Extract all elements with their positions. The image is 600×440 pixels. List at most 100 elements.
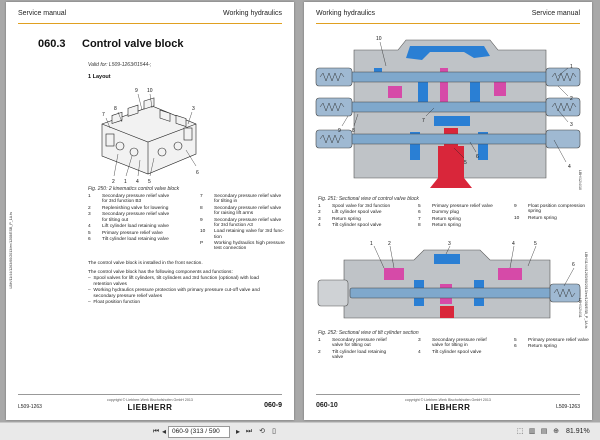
legend-number: 1 — [318, 204, 321, 209]
legend-number: P — [200, 241, 204, 247]
next-page-button[interactable]: ▸ — [235, 427, 240, 436]
header-rule — [316, 23, 580, 24]
callout-label: 3 — [192, 106, 195, 112]
tilt-cylinder-section-figure: 1 2 3 4 5 6 — [317, 241, 581, 319]
callout-label: 4 — [136, 179, 139, 184]
legend-number: 2 — [88, 205, 91, 211]
legend-text: spring — [528, 209, 542, 215]
legend-number: 6 — [514, 344, 517, 350]
liebherr-logo: LIEBHERR — [425, 403, 471, 412]
figure-251-code: LBH/12/4/10 — [578, 170, 582, 190]
page-060-10: Working hydraulics Service manual LBH/11… — [304, 2, 592, 420]
legend-text: Secondary pressure relief valve — [214, 217, 282, 223]
last-page-button[interactable]: ⏭ — [245, 428, 253, 435]
valve-block-isometric-figure: 9 10 8 7 5 4 1 2 3 6 — [101, 88, 199, 184]
legend-number: 8 — [418, 223, 421, 229]
legend-text: Tilt cylinder load retaining valve — [102, 237, 169, 243]
legend-number: 5 — [88, 230, 91, 236]
page-060-9: Service manual Working hydraulics LBH/11… — [6, 2, 294, 420]
intro-paragraph: The control valve block is installed in … — [88, 261, 203, 266]
single-page-icon[interactable]: ▯ — [272, 428, 276, 435]
legend-number: 3 — [88, 212, 91, 218]
legend-number: 1 — [318, 338, 321, 343]
legend-text: Tilt cylinder spool valve — [432, 349, 482, 355]
callout-label: 1 — [570, 64, 573, 70]
legend-text: valve for tilting out — [332, 343, 371, 349]
header-left: Service manual — [18, 10, 67, 17]
control-valve-section-figure: 10 9 8 7 6 5 4 3 2 1 — [315, 36, 581, 188]
list-item: – Working hydraulics pressure protection… — [88, 288, 260, 293]
legend-text: Primary pressure relief valve — [528, 338, 589, 343]
two-page-icon[interactable]: ▥ — [528, 428, 536, 435]
list-item: – Float position function — [88, 300, 140, 305]
legend-number: 2 — [318, 210, 321, 216]
legend-text: Secondary pressure relief valve — [102, 212, 170, 218]
footer-rule — [316, 394, 580, 395]
legend-text: test connection — [214, 246, 247, 252]
legend-text: Working hydraulics high pressure — [214, 241, 285, 247]
zoom-icon[interactable]: ⊕ — [553, 428, 559, 435]
callout-label: 1 — [124, 179, 127, 184]
legend-number: 6 — [418, 210, 421, 216]
page-header: Working hydraulics Service manual — [316, 10, 580, 20]
first-page-button[interactable]: ⏮ — [152, 428, 160, 435]
viewer-toolbar: ⏮ ◂ 060-9 (313 / 590 ▸ ⏭ ⟲ ▯ ⬚ ▥ ▤ ⊕ 81.… — [0, 422, 600, 440]
side-document-code: LBH/11/44/1263/60/2013/en/1208/ESB_P_1A.… — [584, 252, 588, 329]
valid-for-note: Valid for: L509-1263/01544-; — [88, 62, 152, 68]
legend-number: 3 — [418, 338, 421, 343]
legend-number: 10 — [200, 229, 206, 235]
legend-text: Load retaining valve for 3rd func- — [214, 229, 285, 235]
callout-label: 9 — [135, 88, 138, 94]
page-number-input[interactable]: 060-9 (313 / 590 — [168, 426, 230, 438]
legend-text: valve — [332, 354, 344, 360]
callout-label: 10 — [147, 88, 153, 94]
legend-text: Spool valve for 3rd function — [332, 204, 391, 209]
liebherr-logo: LIEBHERR — [127, 403, 173, 412]
header-rule — [18, 23, 282, 24]
callout-label: 7 — [102, 112, 105, 118]
legend-text: Return spring — [332, 216, 361, 222]
legend-text: Dummy plug — [432, 210, 459, 216]
callout-label: 8 — [352, 128, 355, 134]
legend-number: 4 — [318, 223, 321, 229]
legend-number: 4 — [88, 224, 91, 230]
callout-label: 1 — [370, 241, 373, 247]
legend-number: 8 — [200, 205, 203, 211]
callout-label: 3 — [570, 122, 573, 128]
legend-text: for raising lift arms — [214, 211, 254, 216]
figure-252-caption: Fig. 252: Sectional view of tilt cylinde… — [318, 330, 419, 336]
rotate-icon[interactable]: ⟲ — [259, 428, 265, 435]
legend-number: 10 — [514, 215, 520, 221]
zoom-level[interactable]: 81.91% — [566, 428, 590, 435]
legend-number: 7 — [200, 194, 203, 199]
legend-text: Return spring — [528, 344, 557, 350]
footer-page-number: 060-10 — [316, 402, 338, 409]
callout-label: 4 — [512, 241, 515, 247]
figure-251-caption: Fig. 251: Sectional view of control valv… — [318, 196, 419, 202]
legend-text: Primary pressure relief valve — [432, 204, 493, 209]
callout-label: 2 — [112, 179, 115, 184]
list-item: secondary pressure relief valves — [88, 294, 163, 299]
callout-label: 6 — [476, 154, 479, 160]
previous-page-button[interactable]: ◂ — [161, 427, 166, 436]
callout-label: 3 — [448, 241, 451, 247]
legend-text: Primary pressure relief valve — [102, 230, 163, 236]
components-list: – Spool valves for lift cylinders, tilt … — [88, 276, 288, 306]
callout-label: 2 — [388, 241, 391, 247]
continuous-icon[interactable]: ▤ — [540, 428, 548, 435]
callout-label: 2 — [570, 96, 573, 102]
legend-text: Secondary pressure relief — [332, 338, 387, 343]
figure-252-code: LBH/12/4/11 — [578, 298, 582, 318]
legend-number: 5 — [418, 204, 421, 209]
legend-text: tion — [214, 234, 222, 240]
callout-label: 5 — [464, 160, 467, 166]
legend-number: 7 — [418, 216, 421, 222]
legend-number: 3 — [318, 216, 321, 222]
copyright: copyright © Liebherr-Werk Bischofshofen … — [107, 398, 193, 402]
fit-page-icon[interactable]: ⬚ — [516, 428, 524, 435]
layout-heading: 1 Layout — [88, 74, 111, 80]
legend-text: Secondary pressure relief valve — [102, 194, 170, 199]
legend-text: for 3rd function B3 — [102, 199, 142, 205]
